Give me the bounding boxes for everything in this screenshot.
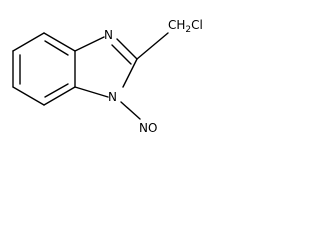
molecule-canvas: N N CH2Cl NO [0,0,255,143]
bond-benzene-6 [12,32,45,52]
bond-benzene-4 [12,86,45,106]
bond-c2-n1 [122,58,138,88]
bond-c2-ch2 [136,32,169,60]
bond-n3-c2 [116,38,138,60]
bond-c-n3 [74,36,105,52]
bond-n3-c2-double [111,44,132,65]
bond-benzene-inner-2 [44,83,69,98]
label-nitroso-n: N [139,121,148,135]
label-chloromethyl-h: H [176,18,185,32]
bond-n1-c [74,86,109,98]
benzene-ring [12,32,76,106]
label-chloromethyl-cl: Cl [191,18,203,32]
label-ring-n-bottom: N [108,90,117,104]
label-ring-n-top: N [104,28,113,42]
bond-n1-no [120,101,141,120]
label-nitroso-o: O [148,121,157,135]
bond-benzene-inner-1 [44,40,69,56]
imidazole-ring [74,36,138,98]
label-chloromethyl-sub2: 2 [185,25,191,35]
label-nitroso: NO [139,121,157,135]
label-chloromethyl: CH2Cl [168,18,203,35]
bond-benzene-3 [43,86,76,106]
label-chloromethyl-c: C [168,18,176,32]
bond-benzene-1 [43,32,76,52]
structure-drawing: N N CH2Cl NO [12,18,203,135]
